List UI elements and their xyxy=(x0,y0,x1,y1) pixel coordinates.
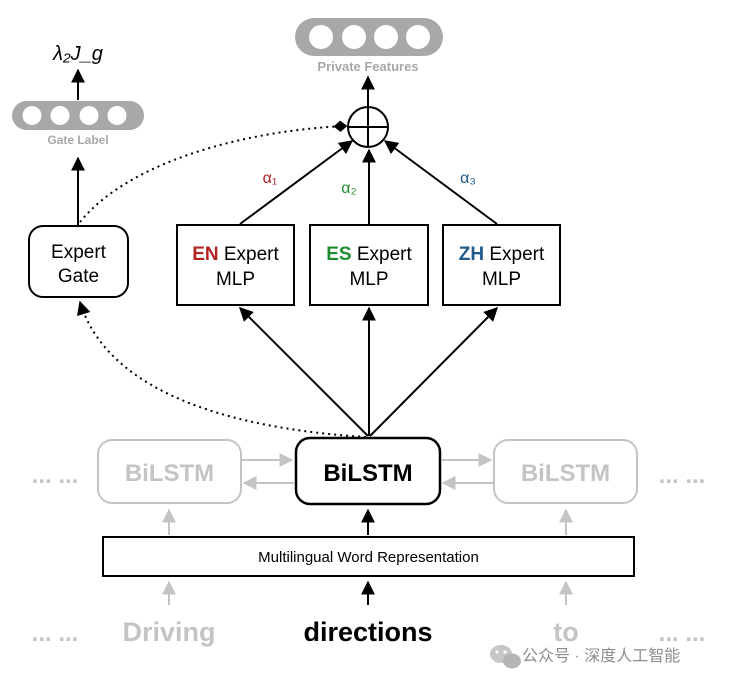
private-features-pill xyxy=(295,18,443,56)
en-expert-word: Expert xyxy=(219,244,280,265)
zh-expert-line2: MLP xyxy=(482,269,521,290)
arrow-en-to-combine xyxy=(239,140,354,225)
private-features-label: Private Features xyxy=(317,59,418,74)
bilstm-left-box xyxy=(97,439,242,504)
bilstm-left-label: BiLSTM xyxy=(125,460,214,487)
representation-label: Multilingual Word Representation xyxy=(258,549,479,566)
gate-label-text: Gate Label xyxy=(47,133,108,147)
word-driving: Driving xyxy=(122,617,215,647)
bilstm-center-box xyxy=(294,436,442,506)
alpha-3-label: α₃ xyxy=(460,170,476,187)
es-expert-line1: ES Expert xyxy=(326,244,412,265)
zh-expert-box xyxy=(442,224,561,306)
es-expert-box xyxy=(309,224,429,306)
bilstm-right-label: BiLSTM xyxy=(521,460,610,487)
representation-box xyxy=(102,536,635,577)
dotted-bilstm-to-gate xyxy=(77,300,367,438)
arrow-bilstm-to-en xyxy=(239,307,369,437)
en-lang-tag: EN xyxy=(192,244,218,265)
en-expert-line1: EN Expert xyxy=(192,244,279,265)
alpha-1-label: α₁ xyxy=(263,170,278,187)
expert-gate-line1: Expert xyxy=(51,242,107,263)
en-expert-line2: MLP xyxy=(216,269,255,290)
bilstm-center-label: BiLSTM xyxy=(323,460,412,487)
zh-lang-tag: ZH xyxy=(459,244,484,265)
es-lang-tag: ES xyxy=(326,244,351,265)
loss-formula: λ₂J_g xyxy=(52,43,103,65)
word-directions: directions xyxy=(303,617,432,647)
word-right-ellipsis: ... ... xyxy=(659,620,706,647)
alpha-2-label: α₂ xyxy=(341,180,356,197)
expert-gate-box xyxy=(28,225,129,298)
expert-gate-line2: Gate xyxy=(58,266,99,287)
wechat-icon xyxy=(490,645,521,669)
arrow-zh-to-combine xyxy=(383,140,498,225)
gate-label-pill xyxy=(12,101,144,130)
word-to: to xyxy=(553,617,578,647)
bilstm-left-ellipsis: ... ... xyxy=(32,462,79,489)
zh-expert-word: Expert xyxy=(484,244,545,265)
zh-expert-line1: ZH Expert xyxy=(459,244,545,265)
es-expert-word: Expert xyxy=(352,244,413,265)
en-expert-box xyxy=(176,224,295,306)
combine-operator xyxy=(347,106,389,148)
word-left-ellipsis: ... ... xyxy=(32,620,79,647)
bilstm-right-box xyxy=(493,439,638,504)
watermark-text: 公众号 · 深度人工智能 xyxy=(522,647,680,665)
es-expert-line2: MLP xyxy=(349,269,388,290)
bilstm-right-ellipsis: ... ... xyxy=(659,462,706,489)
arrow-bilstm-to-zh xyxy=(369,307,498,437)
